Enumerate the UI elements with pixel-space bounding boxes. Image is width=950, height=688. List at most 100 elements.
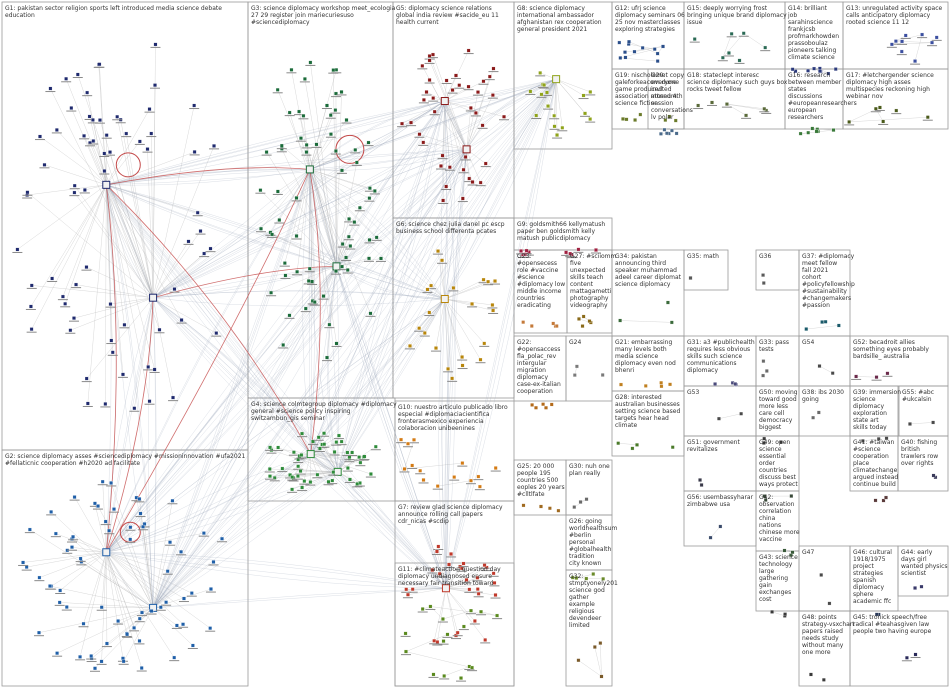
account-node[interactable] bbox=[458, 84, 461, 87]
account-node[interactable] bbox=[738, 59, 741, 62]
account-node[interactable] bbox=[583, 112, 586, 115]
account-node[interactable] bbox=[890, 43, 893, 46]
account-node[interactable] bbox=[592, 572, 595, 575]
account-node[interactable] bbox=[104, 402, 107, 405]
account-node[interactable] bbox=[270, 233, 273, 236]
account-node[interactable] bbox=[116, 619, 119, 622]
account-node[interactable] bbox=[268, 467, 271, 470]
account-node[interactable] bbox=[105, 133, 108, 136]
account-node[interactable] bbox=[581, 324, 584, 327]
account-node[interactable] bbox=[123, 323, 126, 326]
account-node[interactable] bbox=[70, 106, 73, 109]
account-node[interactable] bbox=[895, 109, 898, 112]
account-node[interactable] bbox=[196, 211, 199, 214]
account-node[interactable] bbox=[488, 75, 491, 78]
account-node[interactable] bbox=[138, 639, 141, 642]
account-node[interactable] bbox=[340, 265, 343, 268]
account-node[interactable] bbox=[406, 442, 409, 445]
account-node[interactable] bbox=[368, 186, 371, 189]
account-node[interactable] bbox=[54, 532, 57, 535]
account-node[interactable] bbox=[354, 148, 357, 151]
account-node[interactable] bbox=[641, 46, 644, 49]
account-node[interactable] bbox=[93, 502, 96, 505]
account-node[interactable] bbox=[436, 484, 439, 487]
account-node[interactable] bbox=[259, 188, 262, 191]
account-node[interactable] bbox=[474, 111, 477, 114]
account-node[interactable] bbox=[477, 592, 480, 595]
account-node[interactable] bbox=[49, 510, 52, 513]
account-node[interactable] bbox=[913, 586, 916, 589]
account-node[interactable] bbox=[269, 291, 272, 294]
account-node[interactable] bbox=[288, 314, 291, 317]
account-node[interactable] bbox=[208, 626, 211, 629]
account-node[interactable] bbox=[573, 505, 576, 508]
account-node[interactable] bbox=[96, 504, 99, 507]
account-node[interactable] bbox=[530, 324, 533, 327]
account-node[interactable] bbox=[55, 128, 58, 131]
account-node[interactable] bbox=[739, 412, 742, 415]
account-node[interactable] bbox=[900, 50, 903, 53]
account-node[interactable] bbox=[334, 108, 337, 111]
account-node[interactable] bbox=[441, 199, 444, 202]
account-node[interactable] bbox=[345, 118, 348, 121]
account-node[interactable] bbox=[601, 373, 604, 376]
account-node[interactable] bbox=[58, 601, 61, 604]
account-node[interactable] bbox=[594, 248, 597, 251]
account-node[interactable] bbox=[462, 625, 465, 628]
account-node[interactable] bbox=[663, 128, 666, 131]
account-node[interactable] bbox=[296, 465, 299, 468]
account-node[interactable] bbox=[104, 520, 107, 523]
account-node[interactable] bbox=[212, 560, 215, 563]
account-node[interactable] bbox=[86, 402, 89, 405]
account-node[interactable] bbox=[331, 479, 334, 482]
account-node[interactable] bbox=[444, 185, 447, 188]
account-node[interactable] bbox=[874, 499, 877, 502]
account-node[interactable] bbox=[625, 118, 628, 121]
account-node[interactable] bbox=[486, 280, 489, 283]
account-node[interactable] bbox=[422, 478, 425, 481]
account-node[interactable] bbox=[593, 645, 596, 648]
account-node[interactable] bbox=[121, 373, 124, 376]
account-node[interactable] bbox=[173, 287, 176, 290]
account-node[interactable] bbox=[347, 217, 350, 220]
account-node[interactable] bbox=[21, 561, 24, 564]
account-node[interactable] bbox=[920, 33, 923, 36]
account-node[interactable] bbox=[332, 470, 335, 473]
account-node[interactable] bbox=[327, 480, 330, 483]
account-node[interactable] bbox=[484, 162, 487, 165]
account-node[interactable] bbox=[308, 267, 311, 270]
hub-avatar-node[interactable] bbox=[553, 76, 560, 83]
account-node[interactable] bbox=[791, 68, 794, 71]
account-node[interactable] bbox=[429, 284, 432, 287]
account-node[interactable] bbox=[16, 248, 19, 251]
account-node[interactable] bbox=[98, 118, 101, 121]
account-node[interactable] bbox=[268, 474, 271, 477]
account-node[interactable] bbox=[470, 302, 473, 305]
account-node[interactable] bbox=[199, 229, 202, 232]
account-node[interactable] bbox=[577, 659, 580, 662]
account-node[interactable] bbox=[905, 656, 908, 659]
account-node[interactable] bbox=[884, 496, 887, 499]
account-node[interactable] bbox=[552, 322, 555, 325]
account-node[interactable] bbox=[540, 93, 543, 96]
account-node[interactable] bbox=[599, 641, 602, 644]
account-node[interactable] bbox=[660, 385, 663, 388]
account-node[interactable] bbox=[404, 632, 407, 635]
account-node[interactable] bbox=[675, 132, 678, 135]
account-node[interactable] bbox=[446, 367, 449, 370]
account-node[interactable] bbox=[656, 52, 659, 55]
account-node[interactable] bbox=[419, 469, 422, 472]
account-node[interactable] bbox=[129, 526, 132, 529]
account-node[interactable] bbox=[158, 328, 161, 331]
account-node[interactable] bbox=[309, 61, 312, 64]
account-node[interactable] bbox=[276, 190, 279, 193]
account-node[interactable] bbox=[355, 161, 358, 164]
account-node[interactable] bbox=[783, 613, 786, 616]
account-node[interactable] bbox=[717, 417, 720, 420]
account-node[interactable] bbox=[125, 132, 128, 135]
account-node[interactable] bbox=[268, 446, 271, 449]
account-node[interactable] bbox=[573, 373, 576, 376]
account-node[interactable] bbox=[600, 675, 603, 678]
account-node[interactable] bbox=[783, 549, 786, 552]
account-node[interactable] bbox=[482, 278, 485, 281]
